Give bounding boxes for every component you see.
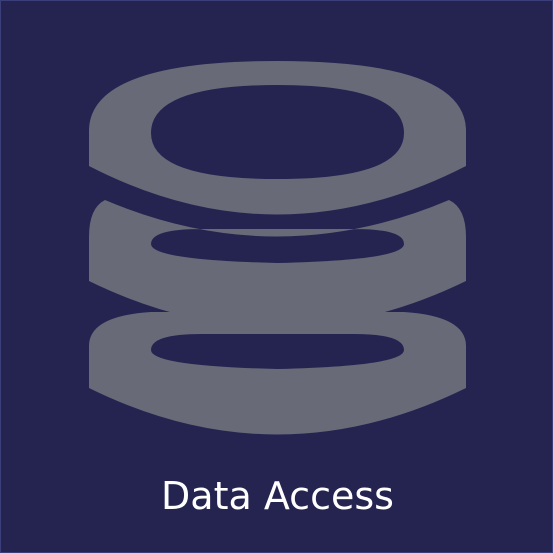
database-icon xyxy=(1,1,553,461)
tile-label: Data Access xyxy=(161,474,394,518)
database-disk-bottom xyxy=(89,312,466,435)
database-disk-top xyxy=(89,61,466,215)
database-disk-middle xyxy=(89,200,466,327)
